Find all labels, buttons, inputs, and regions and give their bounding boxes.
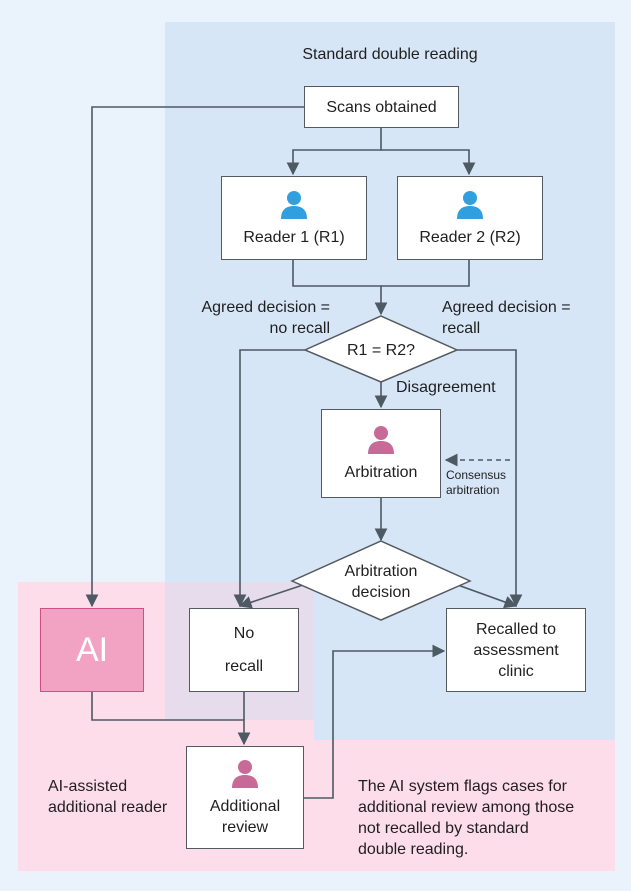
edge-scans-ai xyxy=(85,106,304,608)
arbitration-decision-diamond xyxy=(290,540,472,621)
agreed-no-recall-label: Agreed decision = no recall xyxy=(201,299,330,337)
edge-agreed-no-recall xyxy=(233,349,305,608)
scans-obtained-node: Scans obtained xyxy=(304,86,459,128)
reader1-label: Reader 1 (R1) xyxy=(243,228,345,246)
standard-region-tail xyxy=(314,720,615,740)
additional-review-node: Additional review xyxy=(186,746,304,849)
edge-ai-additional xyxy=(91,692,251,746)
recalled-node: Recalled to assessment clinic xyxy=(446,608,586,692)
edge-reader1-decision xyxy=(292,260,388,316)
edge-scans-reader1 xyxy=(286,128,382,176)
edge-scans-reader2 xyxy=(381,149,476,176)
arbitration-decision-label: Arbitration decision xyxy=(344,563,418,601)
ai-assisted-region-lower-right xyxy=(314,740,615,871)
arbitration-label: Arbitration xyxy=(344,464,418,481)
edge-agreed-recall xyxy=(457,349,523,608)
ai-node: AI xyxy=(40,608,144,692)
ai-assisted-label: AI-assisted additional reader xyxy=(48,778,168,816)
decision-label: R1 = R2? xyxy=(346,342,416,359)
no-recall-node: No recall xyxy=(189,608,299,692)
ai-label: AI xyxy=(75,630,109,669)
arbitration-node: Arbitration xyxy=(321,409,441,498)
reader1-node: Reader 1 (R1) xyxy=(221,176,367,260)
standard-region-title: Standard double reading xyxy=(302,46,478,63)
reader2-label: Reader 2 (R2) xyxy=(419,228,521,246)
scans-obtained-label: Scans obtained xyxy=(326,98,437,116)
decision-diamond xyxy=(303,315,459,383)
disagreement-label: Disagreement xyxy=(396,379,496,396)
person-icon xyxy=(368,426,394,454)
person-icon xyxy=(232,759,258,788)
edge-additional-recalled xyxy=(304,644,446,799)
person-icon xyxy=(457,190,483,219)
consensus-arbitration-label: Consensus arbitration xyxy=(446,468,507,497)
ai-system-note: The AI system flags cases for additional… xyxy=(358,778,575,858)
person-icon xyxy=(281,190,307,219)
reader2-node: Reader 2 (R2) xyxy=(397,176,543,260)
agreed-recall-label: Agreed decision = recall xyxy=(442,299,571,337)
